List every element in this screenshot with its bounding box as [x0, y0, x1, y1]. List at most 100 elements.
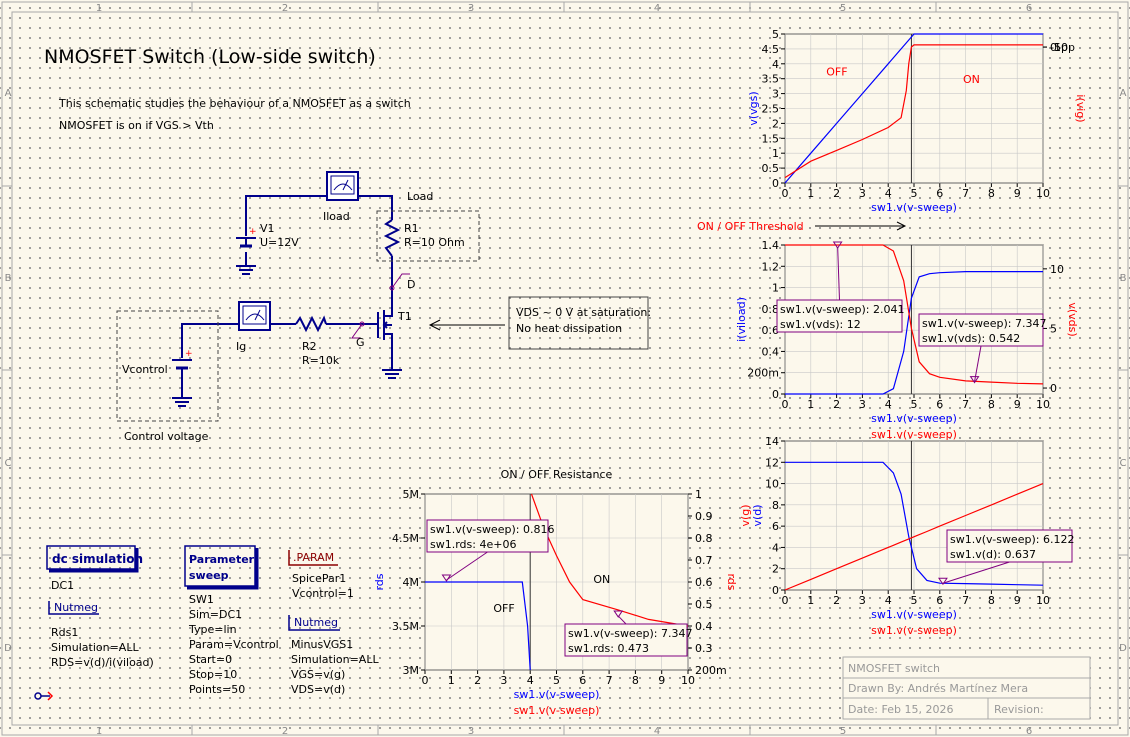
ig-label: Ig — [236, 340, 246, 353]
series-line — [785, 461, 1044, 586]
x-tick-label: 0 — [782, 398, 789, 411]
row-label-b: B — [5, 273, 12, 284]
y2-tick-label: 1 — [695, 488, 702, 501]
marker-line-2: sw1.v(vds): 0.542 — [922, 332, 1020, 345]
row-label-a2: A — [1120, 88, 1127, 99]
y-tick-label: 4.5M — [392, 532, 419, 545]
dc-simulation-component[interactable]: dc simulation DC1 — [46, 545, 143, 592]
probe-d[interactable] — [389, 273, 410, 291]
title-block-revision: Revision: — [994, 703, 1044, 716]
y-tick-label: 200m — [747, 367, 779, 380]
y-tick-label: 1 — [772, 147, 779, 160]
x-tick-label: 2 — [474, 674, 481, 687]
frame-labels: 1 2 3 4 5 6 1 2 3 4 5 6 A B C D A B C D — [4, 3, 1127, 737]
marker-leader — [446, 551, 488, 581]
svg-text:+: + — [249, 227, 257, 237]
x-axis-label-2: sw1.v(v-sweep) — [871, 624, 957, 637]
y-tick-label: 3 — [772, 88, 779, 101]
row-label-c: C — [5, 458, 12, 469]
x-tick-label: 0 — [422, 674, 429, 687]
title-block-title: NMOSFET switch — [848, 662, 940, 675]
y-tick-label: 0 — [772, 584, 779, 597]
x-tick-label: 5 — [911, 187, 918, 200]
x-tick-label: 0 — [782, 187, 789, 200]
y-tick-label: 2 — [772, 117, 779, 130]
y2-tick-label: 0.9 — [695, 510, 713, 523]
x-tick-label: 4 — [885, 398, 892, 411]
port-icon[interactable] — [34, 691, 54, 701]
param-sweep-title-1: Parameter — [189, 553, 255, 566]
marker-triangle — [969, 376, 980, 384]
nutmeg2-line-3: VGS=v(g) — [291, 668, 345, 681]
series-line — [784, 483, 1044, 591]
nutmeg-rds-component[interactable]: Nutmeg Rds1 Simulation=ALL RDS=v(d)/i(vi… — [48, 601, 154, 669]
col-label-6b: 6 — [1026, 726, 1032, 737]
resistor-r2[interactable] — [295, 315, 327, 333]
y2-tick-label: 5 — [1050, 322, 1057, 335]
param-sweep-line-4: Param=Vcontrol — [189, 638, 279, 651]
ammeter-iload[interactable] — [326, 171, 359, 201]
ground-t1 — [382, 369, 402, 379]
marker-box — [918, 313, 1044, 347]
x-tick-label: 3 — [859, 594, 866, 607]
series-line — [785, 244, 1044, 385]
x-tick-label: 7 — [606, 674, 613, 687]
x-tick-label: 6 — [936, 594, 943, 607]
series-line — [784, 44, 1043, 179]
dc-source-v1[interactable]: + — [236, 227, 257, 248]
iload-label: Iload — [323, 210, 350, 223]
t1-name: T1 — [397, 310, 412, 323]
x-tick-label: 10 — [1036, 398, 1050, 411]
x-tick-label: 8 — [988, 187, 995, 200]
x-tick-label: 2 — [833, 398, 840, 411]
threshold-label: ON / OFF Threshold — [697, 220, 804, 233]
x-tick-label: 9 — [658, 674, 665, 687]
x-tick-label: 4 — [527, 674, 534, 687]
x-tick-label: 4 — [885, 187, 892, 200]
spice-param-component[interactable]: .PARAM SpicePar1 Vcontrol=1 — [288, 550, 354, 600]
y2-tick-label: -5p — [1050, 41, 1068, 54]
nutmeg-vgs-component[interactable]: Nutmeg MinusVGS1 Simulation=ALL VGS=v(g)… — [288, 615, 379, 696]
col-label-2b: 2 — [282, 726, 288, 737]
x-tick-label: 1 — [807, 594, 814, 607]
x-axis-label-2: sw1.v(v-sweep) — [871, 428, 957, 441]
x-axis-label-2: sw1.v(v-sweep) — [514, 704, 600, 717]
y-tick-label: 6 — [772, 520, 779, 533]
x-tick-label: 6 — [936, 398, 943, 411]
y2-axis-label: v(vds) — [1066, 302, 1079, 336]
param-sweep-title-2: sweep — [189, 569, 229, 582]
marker-triangle — [938, 577, 948, 586]
ammeter-ig[interactable] — [238, 301, 271, 331]
threshold-arrow-icon — [815, 221, 907, 231]
row-label-d: D — [4, 643, 12, 654]
y-tick-label: 4M — [403, 576, 420, 589]
parameter-sweep-component[interactable]: Parameter sweep SW1 Sim=DC1 Type=lin Par… — [184, 545, 279, 696]
y-tick-label: 10 — [765, 478, 779, 491]
title-block[interactable]: NMOSFET switch Drawn By: Andrés Martínez… — [842, 656, 1091, 720]
marker-line-1: sw1.v(v-sweep): 7.347 — [568, 627, 692, 640]
y-tick-label: 4 — [772, 541, 779, 554]
x-tick-label: 9 — [1014, 187, 1021, 200]
y-tick-label: 4.5 — [762, 43, 780, 56]
schematic-labels: Iload Load V1 U=12V R1 R=10 Ohm D T1 G I… — [122, 190, 804, 443]
param-sweep-line-3: Type=lin — [188, 623, 237, 636]
circuit-wires[interactable] — [181, 195, 393, 398]
y2-tick-label: 0.8 — [695, 532, 713, 545]
x-tick-label: 7 — [962, 398, 969, 411]
y-axis-label: v(vgs) — [747, 91, 760, 125]
g-label: G — [356, 336, 365, 349]
note-line-2: No heat dissipation — [516, 322, 622, 335]
col-label-6: 6 — [1026, 3, 1032, 14]
dc-source-vcontrol[interactable]: + — [172, 349, 193, 380]
resistor-r1[interactable] — [383, 219, 401, 257]
y-axis-label: i(viload) — [735, 297, 748, 342]
r2-name: R2 — [302, 340, 317, 353]
nmosfet-t1[interactable] — [377, 298, 393, 344]
probe-g[interactable] — [351, 321, 365, 339]
